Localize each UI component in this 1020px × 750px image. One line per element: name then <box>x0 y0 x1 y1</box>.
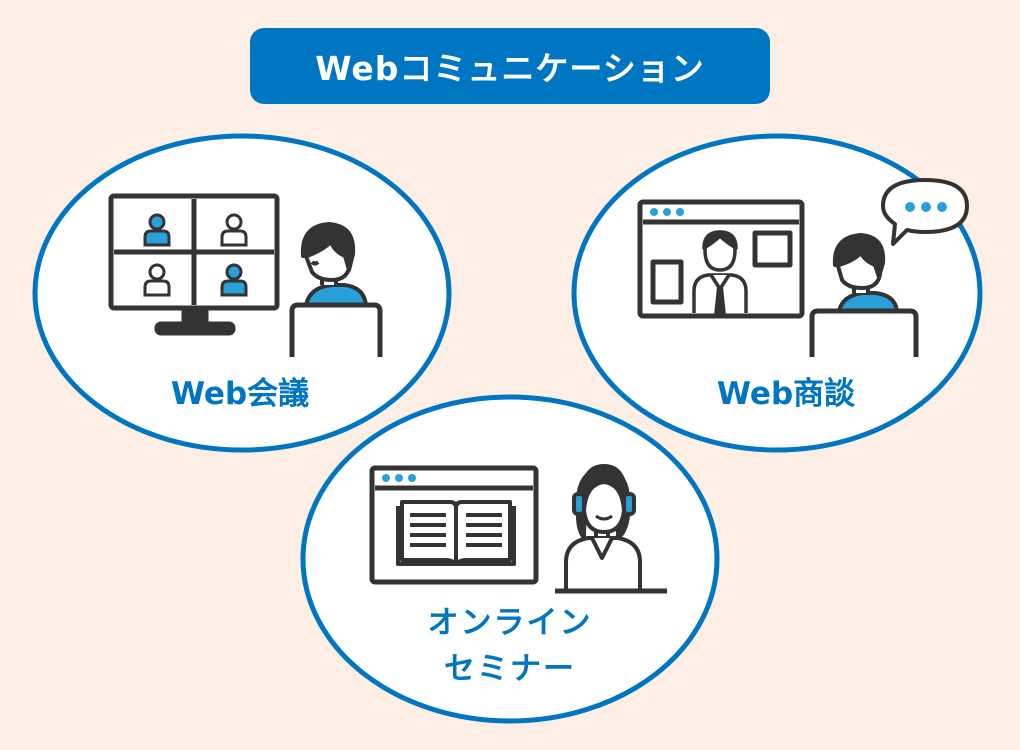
speech-bubble-icon <box>881 178 969 246</box>
browser-window-icon <box>637 199 805 319</box>
open-book-icon <box>396 500 516 566</box>
online-seminar-label: オンライン セミナー <box>400 600 620 692</box>
participant-avatar-icons <box>143 213 248 297</box>
video-conference-monitor-icon <box>108 193 280 336</box>
seminar-browser-window-icon <box>369 465 539 585</box>
chair-icon <box>289 302 383 357</box>
headset-woman-icon <box>564 464 642 590</box>
businessman-on-screen-icon <box>692 230 748 315</box>
title-banner: Webコミュニケーション <box>250 28 770 104</box>
online-seminar-label-line1: オンライン <box>427 605 593 641</box>
web-meeting-label: Web会議 <box>170 376 310 412</box>
web-sales-label: Web商談 <box>716 376 856 412</box>
online-seminar-label-line2: セミナー <box>444 651 576 687</box>
title-text: Webコミュニケーション <box>315 49 705 88</box>
man-user-icon-sales <box>832 233 899 313</box>
man-user-icon <box>300 222 368 307</box>
seminar-browser-dots-icon <box>382 474 416 482</box>
chair-icon-sales <box>809 308 919 357</box>
browser-dots-icon <box>650 208 684 216</box>
circle-web-sales <box>571 133 983 453</box>
